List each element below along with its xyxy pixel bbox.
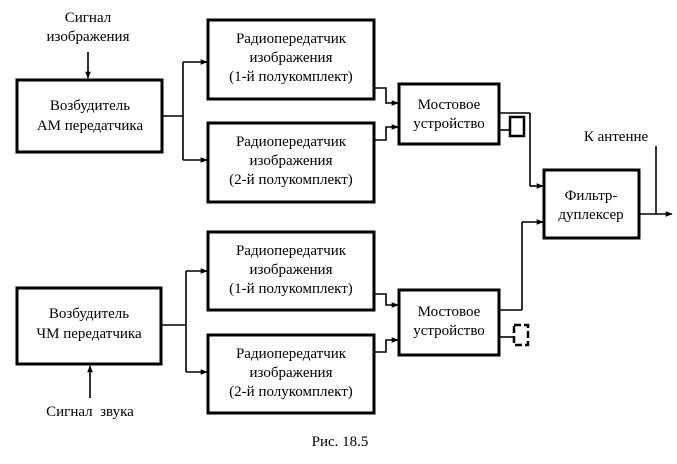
tx-bot-1-label-1: Радиопередатчик — [236, 243, 347, 259]
tx-bot-2-to-bridge — [375, 337, 399, 353]
fm-exciter-block: Возбудитель ЧМ передатчика — [15, 286, 163, 366]
tx-top-1-label-3: (1-й полукомплект) — [229, 69, 353, 85]
image-signal-label-2: изображения — [47, 29, 130, 45]
tx-bot-1-label-3: (1-й полукомплект) — [229, 281, 353, 297]
sound-signal-label: Сигнал звука — [46, 404, 134, 420]
bridge-top-label-2: устройство — [413, 116, 485, 132]
tx-top-1-label-1: Радиопередатчик — [236, 31, 347, 47]
am-exciter-label-1: Возбудитель — [50, 98, 130, 114]
tx-bot-1-to-bridge — [375, 293, 399, 308]
filter-label-2: дуплексер — [558, 207, 623, 223]
tx-bot-1-label-2: изображения — [250, 262, 333, 278]
bridge-top-label-1: Мостовое — [418, 97, 481, 113]
tx-bot-2-label-1: Радиопередатчик — [236, 346, 347, 362]
tx-bot-2-block: Радиопередатчик изображения (2-й полуком… — [206, 333, 376, 415]
bridge-top-block: Мостовое устройство — [397, 82, 501, 146]
tx-top-2-to-bridge — [375, 124, 399, 141]
fm-exciter-label-1: Возбудитель — [49, 306, 129, 322]
fm-exciter-label-2: ЧМ передатчика — [36, 326, 142, 342]
ballast-load-bottom-icon — [500, 323, 530, 347]
tx-top-2-label-2: изображения — [250, 153, 333, 169]
tx-top-2-label-1: Радиопередатчик — [236, 134, 347, 150]
tx-bot-1-block: Радиопередатчик изображения (1-й полуком… — [206, 230, 376, 312]
figure-caption: Рис. 18.5 — [312, 434, 369, 450]
antenna-label: К антенне — [584, 129, 649, 145]
tx-top-1-block: Радиопередатчик изображения (1-й полуком… — [206, 18, 376, 101]
bridge-bot-block: Мостовое устройство — [397, 288, 501, 357]
bridge-bot-label-2: устройство — [413, 323, 485, 339]
am-exciter-block: Возбудитель АМ передатчика — [15, 78, 164, 154]
filter-duplexer-block: Фильтр- дуплексер — [542, 168, 641, 240]
bridge-bot-label-1: Мостовое — [418, 304, 481, 320]
tx-bot-2-label-2: изображения — [250, 365, 333, 381]
filter-label-1: Фильтр- — [565, 188, 618, 204]
tx-top-2-block: Радиопередатчик изображения (2-й полуком… — [206, 121, 376, 204]
image-signal-label-1: Сигнал — [65, 10, 112, 26]
tx-top-1-to-bridge — [375, 87, 399, 106]
tx-top-1-label-2: изображения — [250, 50, 333, 66]
tx-top-2-label-3: (2-й полукомплект) — [229, 172, 353, 188]
connection-lines — [85, 52, 673, 398]
am-exciter-label-2: АМ передатчика — [37, 118, 144, 134]
ballast-load-top-icon — [500, 115, 526, 138]
tx-bot-2-label-3: (2-й полукомплект) — [229, 384, 353, 400]
